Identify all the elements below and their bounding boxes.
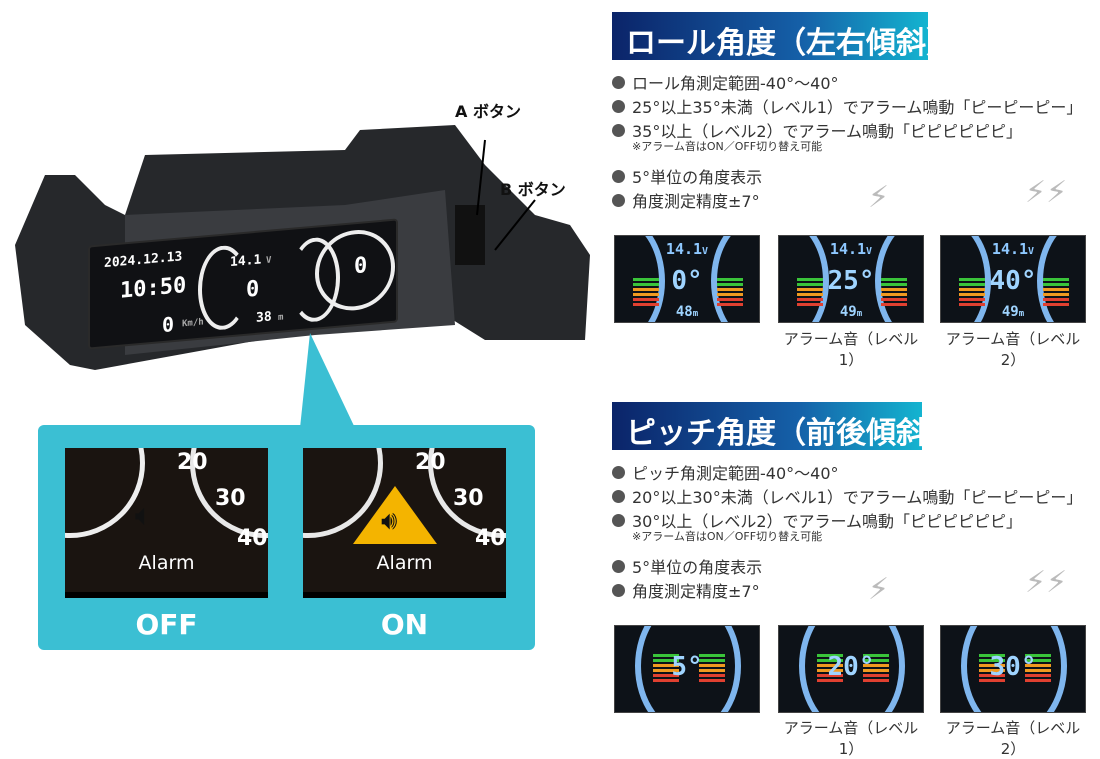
bullet-icon xyxy=(612,75,625,89)
pitch-scale xyxy=(961,626,1067,712)
screen-caption: アラーム音（レベル2） xyxy=(945,719,1081,758)
bullet-icon xyxy=(612,193,625,207)
altitude-readout: 49m xyxy=(1001,304,1025,320)
roll-scale-left xyxy=(941,236,991,322)
alarm-label: Alarm xyxy=(376,552,433,574)
scale-40: 40 xyxy=(475,526,506,551)
roll-screen: 14.1V 25° 49m xyxy=(778,235,924,323)
roll-screen: 14.1V 0° 48m xyxy=(614,235,760,323)
roll-screen: 14.1V 40° 49m xyxy=(940,235,1086,323)
voltage-readout: 14.1V xyxy=(665,240,709,258)
roll-heading: ロール角度（左右傾斜） xyxy=(612,12,956,61)
pitch-angle-value: 5° xyxy=(671,652,703,682)
roll-gauge-left xyxy=(198,243,248,332)
roll-angle-value: 25° xyxy=(827,266,875,296)
bullet-item: 5°単位の角度表示 xyxy=(612,554,1082,578)
roll-bullets: ロール角測定範囲-40°～40° 25°以上35°未満（レベル1）でアラーム鳴動… xyxy=(612,70,1082,212)
pitch-bullets: ピッチ角測定範囲-40°～40° 20°以上30°未満（レベル1）でアラーム鳴動… xyxy=(612,460,1082,602)
pitch-scale xyxy=(799,626,905,712)
pitch-screen: 20° xyxy=(778,625,924,713)
pitch-angle-value: 30° xyxy=(989,652,1037,682)
altitude-readout: 48m xyxy=(675,304,699,320)
scale-20: 20 xyxy=(415,450,446,475)
screen-time: 10:50 xyxy=(120,272,187,304)
pitch-gauge xyxy=(315,226,395,314)
bullet-icon xyxy=(612,489,625,503)
bullet-item: 30°以上（レベル2）でアラーム鳴動「ピピピピピピ」 xyxy=(612,508,1082,532)
bullet-icon xyxy=(612,123,625,137)
bullet-item: 5°単位の角度表示 xyxy=(612,164,1082,188)
bullet-icon xyxy=(612,513,625,527)
lightning-icon: ⚡︎ xyxy=(868,572,890,607)
alarm-on-panel: 20 30 40 🔊︎ Alarm xyxy=(303,448,506,598)
pitch-heading: ピッチ角度（前後傾斜） xyxy=(612,402,956,451)
speaker-icon: 🔊︎ xyxy=(381,506,398,536)
pitch-scale xyxy=(635,626,741,712)
scale-30: 30 xyxy=(215,486,246,511)
screen-caption: アラーム音（レベル1） xyxy=(783,719,919,758)
note: ※アラーム音はON／OFF切り替え可能 xyxy=(632,140,823,153)
screen-voltage-unit: V xyxy=(266,255,272,266)
alarm-label: Alarm xyxy=(138,552,195,574)
screen-roll-value: 0 xyxy=(246,276,260,303)
roll-angle-value: 40° xyxy=(989,266,1037,296)
altitude-readout: 49m xyxy=(839,304,863,320)
a-button-label: A ボタン xyxy=(455,102,521,121)
pitch-screen: 30° xyxy=(940,625,1086,713)
voltage-readout: 14.1V xyxy=(829,240,873,258)
screen-date: 2024.12.13 xyxy=(104,249,183,272)
b-button-label: B ボタン xyxy=(500,180,566,199)
roll-scale-right xyxy=(875,236,923,322)
bullet-icon xyxy=(612,169,625,183)
screen-speed: 0 xyxy=(162,312,175,338)
bullet-icon xyxy=(612,99,625,113)
screen-speed-unit: Km/h xyxy=(182,317,204,330)
bullet-item: 角度測定精度±7° xyxy=(612,188,1082,212)
voltage-readout: 14.1V xyxy=(991,240,1035,258)
bullet-item: ロール角測定範囲-40°～40° xyxy=(612,70,1082,94)
roll-scale-left xyxy=(779,236,829,322)
bullet-item: 35°以上（レベル2）でアラーム鳴動「ピピピピピピ」 xyxy=(612,118,1082,142)
screen-altitude: 38 xyxy=(256,309,272,326)
lightning-icon: ⚡︎⚡︎ xyxy=(1025,175,1068,210)
roll-angle-value: 0° xyxy=(671,266,703,296)
scale-40: 40 xyxy=(237,526,268,551)
pitch-angle-value: 20° xyxy=(827,652,875,682)
screen-caption: アラーム音（レベル1） xyxy=(783,330,919,369)
alarm-warning-icon xyxy=(353,486,437,544)
bullet-icon xyxy=(612,583,625,597)
bullet-icon xyxy=(612,465,625,479)
bullet-item: ピッチ角測定範囲-40°～40° xyxy=(612,460,1082,484)
scale-30: 30 xyxy=(453,486,484,511)
scale-20: 20 xyxy=(177,450,208,475)
callout-pointer xyxy=(300,333,355,428)
roll-scale-right xyxy=(711,236,759,322)
bullet-item: 20°以上30°未満（レベル1）でアラーム鳴動「ピーピーピー」 xyxy=(612,484,1082,508)
screen-caption: アラーム音（レベル2） xyxy=(945,330,1081,369)
bullet-item: 25°以上35°未満（レベル1）でアラーム鳴動「ピーピーピー」 xyxy=(612,94,1082,118)
roll-scale-left xyxy=(615,236,665,322)
speaker-muted-icon: 🔈︎ xyxy=(135,498,153,533)
alarm-off-panel: 20 30 40 🔈︎ Alarm xyxy=(65,448,268,598)
lightning-icon: ⚡︎ xyxy=(868,180,890,215)
note: ※アラーム音はON／OFF切り替え可能 xyxy=(632,530,823,543)
bullet-icon xyxy=(612,559,625,573)
screen-altitude-unit: m xyxy=(278,312,284,323)
roll-scale-right xyxy=(1037,236,1085,322)
pitch-screen: 5° xyxy=(614,625,760,713)
lightning-icon: ⚡︎⚡︎ xyxy=(1025,565,1068,600)
on-label: ON xyxy=(380,608,429,641)
off-label: OFF xyxy=(135,608,198,641)
bullet-item: 角度測定精度±7° xyxy=(612,578,1082,602)
